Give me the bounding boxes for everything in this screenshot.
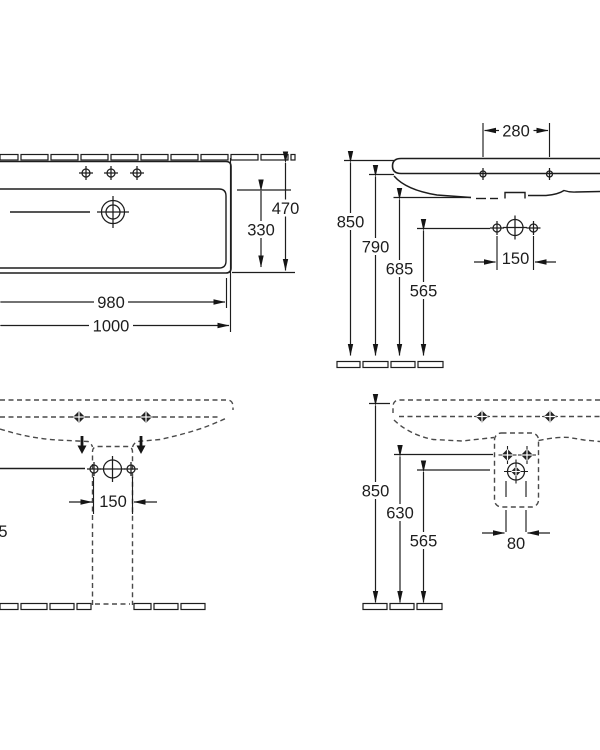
dim-850-label: 850: [337, 214, 365, 232]
dim-height-underside: 685: [385, 188, 471, 356]
dim-tap-spacing-wall: 150: [474, 236, 556, 270]
dim-80-label: 80: [507, 535, 525, 553]
dim-outlet-spacing: 80: [482, 481, 550, 553]
dim-inner-depth: 330: [237, 179, 291, 268]
dim-150-label: 150: [99, 493, 127, 511]
basin-outer-outline: [0, 160, 232, 274]
basin-underside-dashed: [131, 416, 228, 448]
fixing-arrow-icon: [77, 436, 87, 454]
wall-hung-side-view: 280 150 850: [336, 123, 600, 369]
basin-top-dashed: [0, 399, 234, 410]
basin-underside-dashed: [0, 428, 94, 448]
mounting-hole-icon: [541, 409, 559, 424]
dim-1000-label: 1000: [93, 318, 130, 336]
dim-470-label: 470: [272, 200, 300, 218]
dim-150-label: 150: [502, 250, 530, 268]
faucet-hole-icon: [78, 165, 94, 181]
faucet-hole-icon: [103, 165, 119, 181]
mounting-hole-icon: [70, 410, 88, 424]
dim-height-outlet: 565: [409, 460, 490, 603]
dim-partial-label: 5: [0, 523, 8, 541]
faucet-hole-icon: [525, 220, 542, 236]
side-view-with-siphon: 850 630 565 80: [361, 394, 600, 611]
faucet-hole-icon: [129, 165, 145, 181]
faucet-hole-icon: [98, 455, 127, 483]
siphon-cover-dashed: [91, 445, 134, 605]
dim-height-rim: 790: [361, 165, 394, 356]
fixing-arrow-icon: [136, 436, 146, 454]
dim-280-label: 280: [502, 123, 530, 141]
dim-790-label: 790: [362, 239, 390, 257]
faucet-hole-icon: [502, 214, 528, 241]
floor-tiles: [0, 602, 206, 611]
basin-inner-outline: [0, 188, 227, 269]
dim-685-label: 685: [386, 261, 414, 279]
dim-330-label: 330: [247, 222, 275, 240]
dim-850-label: 850: [362, 483, 390, 501]
dim-980-label: 980: [97, 294, 125, 312]
basin-underside-profile: [393, 175, 600, 200]
dim-inner-width: 980: [0, 278, 228, 312]
basin-underside-dashed: [538, 436, 600, 443]
dim-565-label: 565: [410, 533, 438, 551]
siphon-cover-dashed: [493, 432, 540, 508]
mounting-hole-icon: [137, 410, 155, 424]
dim-height-fixing: 630: [385, 445, 493, 603]
mounting-hole-icon: [473, 409, 491, 424]
basin-underside-dashed: [393, 419, 495, 442]
dim-outer-depth: 470: [232, 151, 300, 274]
dim-tap-spacing-front: 150: [69, 477, 157, 514]
floor-tiles: [336, 360, 444, 369]
fixing-hole-icon: [517, 445, 537, 465]
front-view-with-siphon: 150 5: [0, 399, 234, 611]
dim-outer-width: 1000: [0, 158, 232, 336]
dim-height-total-wall: 850: [336, 151, 394, 356]
top-view: 330 470 980 1000: [0, 151, 300, 336]
fixing-hole-icon: [497, 445, 518, 465]
dim-565-label: 565: [410, 283, 438, 301]
faucet-hole-icon: [86, 461, 102, 477]
floor-tiles: [362, 602, 443, 611]
wall-hatch: [0, 153, 296, 161]
basin-rim-profile: [391, 157, 600, 175]
dim-height-total-side: 850: [361, 394, 390, 603]
dim-height-taps: 565: [409, 219, 490, 356]
dim-hole-spacing: 280: [482, 123, 551, 157]
faucet-hole-icon: [123, 461, 139, 477]
faucet-hole-icon: [489, 220, 505, 236]
drain-icon: [96, 195, 130, 229]
dim-630-label: 630: [386, 505, 414, 523]
basin-top-dashed: [392, 399, 600, 413]
